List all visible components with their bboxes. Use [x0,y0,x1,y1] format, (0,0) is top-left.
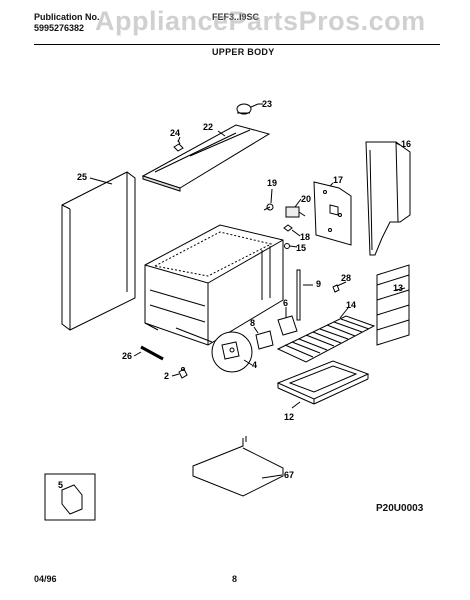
part-15-screw[interactable] [284,243,298,249]
callout-12: 12 [284,412,294,422]
callout-16: 16 [401,139,411,149]
publication-number: 5995276382 [34,23,85,33]
callout-18: 18 [300,232,310,242]
callout-25: 25 [77,172,87,182]
callout-5: 5 [58,480,63,490]
callout-28: 28 [341,273,351,283]
callout-17: 17 [333,175,343,185]
part-5-inset[interactable] [44,473,96,521]
watermark: AppliancePartsPros.com [95,6,426,36]
part-8-bracket[interactable] [255,330,274,350]
model-number: FEF3..I9SC [212,12,260,22]
callout-67: 67 [284,470,294,480]
part-12-broil-pan[interactable] [276,360,370,405]
callout-8: 8 [250,318,255,328]
part-17-bracket[interactable] [313,181,352,246]
callout-24: 24 [170,128,180,138]
footer-date: 04/96 [34,574,57,584]
leader-lines [89,103,406,479]
callout-26: 26 [122,351,132,361]
part-16-back-panel[interactable] [365,141,411,256]
callout-6: 6 [283,298,288,308]
callout-labels: 23 22 24 16 25 17 19 20 18 15 9 28 13 6 … [58,99,411,490]
part-13-rack-supports[interactable] [376,264,410,346]
publication-label: Publication No. [34,12,100,22]
callout-9: 9 [316,279,321,289]
callout-2: 2 [164,371,169,381]
callout-13: 13 [393,283,403,293]
publication-block: Publication No. 5995276382 [34,12,100,34]
callout-23: 23 [262,99,272,109]
part-14-oven-rack[interactable] [276,315,376,363]
part-67-bake-element[interactable] [192,436,284,497]
part-22-top-panel[interactable] [141,124,271,192]
part-23-lamp[interactable] [236,103,259,115]
callout-19: 19 [267,178,277,188]
callout-14: 14 [346,300,356,310]
callout-4: 4 [252,360,257,370]
callout-20: 20 [301,194,311,204]
part-19-knob[interactable] [263,203,274,211]
header-divider [34,44,440,45]
part-20-switch[interactable] [285,206,306,218]
part-25-side-panel[interactable] [61,171,136,331]
part-18-clip[interactable] [283,224,293,232]
diagram-code: P20U0003 [376,503,424,514]
callout-15: 15 [296,243,306,253]
oven-cavity [144,224,284,346]
part-26-strip[interactable] [140,345,164,361]
part-6-plate[interactable] [277,315,298,336]
part-9-rod[interactable] [296,269,301,321]
footer-page-number: 8 [232,574,238,584]
part-4-detail[interactable] [175,327,253,373]
callout-22: 22 [203,122,213,132]
part-2-hinge[interactable] [178,367,188,379]
section-title: UPPER BODY [212,47,275,57]
part-28-clip[interactable] [332,284,340,293]
